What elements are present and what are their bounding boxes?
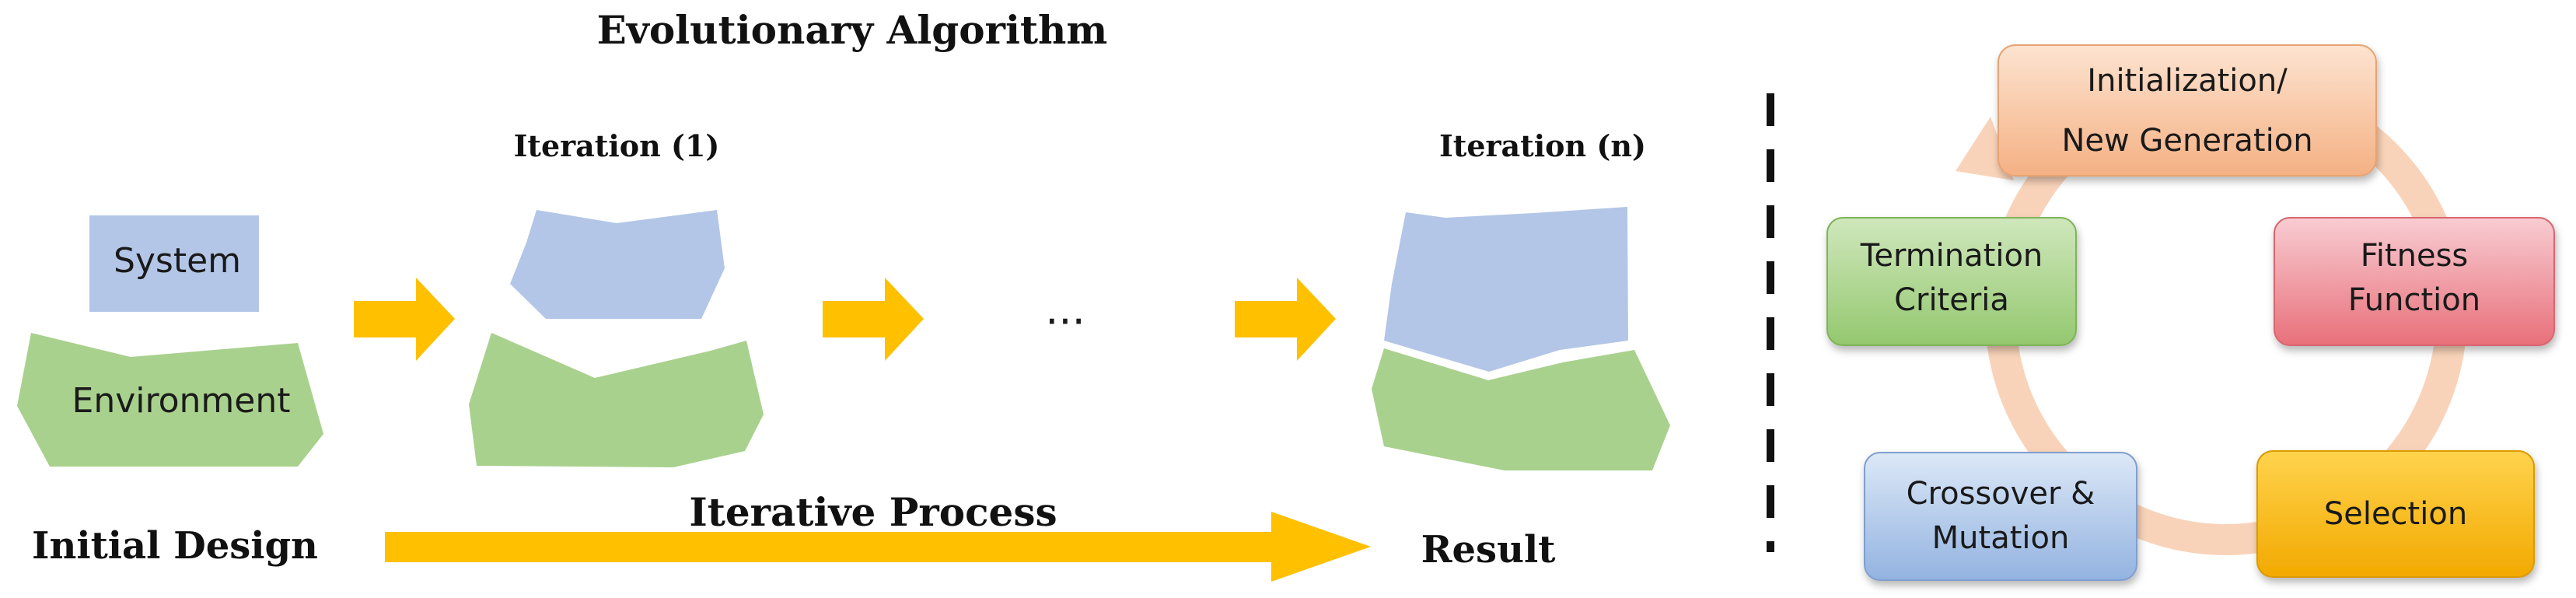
initialization-node bbox=[1998, 44, 2377, 177]
environment-shape-iteration-1 bbox=[469, 333, 764, 467]
selection-label: Selection bbox=[2324, 496, 2467, 532]
fitness-label-line2: Function bbox=[2348, 282, 2480, 318]
system-block bbox=[89, 215, 259, 312]
crossover-node bbox=[1864, 452, 2137, 581]
initialization-label-line2: New Generation bbox=[2061, 123, 2312, 159]
ellipsis-text: ··· bbox=[1045, 297, 1085, 346]
system-shape-iteration-n bbox=[1384, 207, 1628, 372]
iteration-first-label: Iteration (1) bbox=[514, 128, 720, 163]
environment-label: Environment bbox=[72, 381, 291, 421]
initialization-label-line1: Initialization/ bbox=[2087, 63, 2288, 99]
initial-design-label: Initial Design bbox=[32, 524, 318, 568]
result-label: Result bbox=[1421, 528, 1556, 572]
iteration-last-group bbox=[1372, 207, 1670, 470]
selection-node bbox=[2256, 450, 2535, 578]
environment-shape-iteration-n bbox=[1372, 348, 1670, 470]
fitness-node bbox=[2274, 217, 2555, 346]
system-shape-iteration-1 bbox=[510, 210, 725, 319]
arrow-right-icon bbox=[354, 278, 455, 361]
cycle-diagram: Initialization/ New Generation Fitness F… bbox=[1826, 44, 2555, 581]
termination-label-line2: Criteria bbox=[1894, 282, 2009, 318]
arrow-right-icon bbox=[823, 278, 924, 361]
termination-label-line1: Termination bbox=[1860, 238, 2043, 274]
system-label: System bbox=[114, 241, 241, 281]
crossover-label-line1: Crossover & bbox=[1907, 476, 2095, 512]
environment-block bbox=[17, 333, 323, 467]
iteration-last-label: Iteration (n) bbox=[1439, 128, 1646, 163]
crossover-label-line2: Mutation bbox=[1932, 520, 2070, 556]
termination-node bbox=[1826, 217, 2077, 346]
initial-design-group: System Environment bbox=[17, 215, 323, 467]
diagram-title: Evolutionary Algorithm bbox=[597, 7, 1108, 53]
iterative-process-label: Iterative Process bbox=[689, 489, 1057, 535]
iterative-process-arrow bbox=[385, 512, 1371, 582]
iteration-first-group bbox=[469, 210, 764, 467]
arrow-right-icon bbox=[1235, 278, 1336, 361]
fitness-label-line1: Fitness bbox=[2361, 238, 2469, 274]
